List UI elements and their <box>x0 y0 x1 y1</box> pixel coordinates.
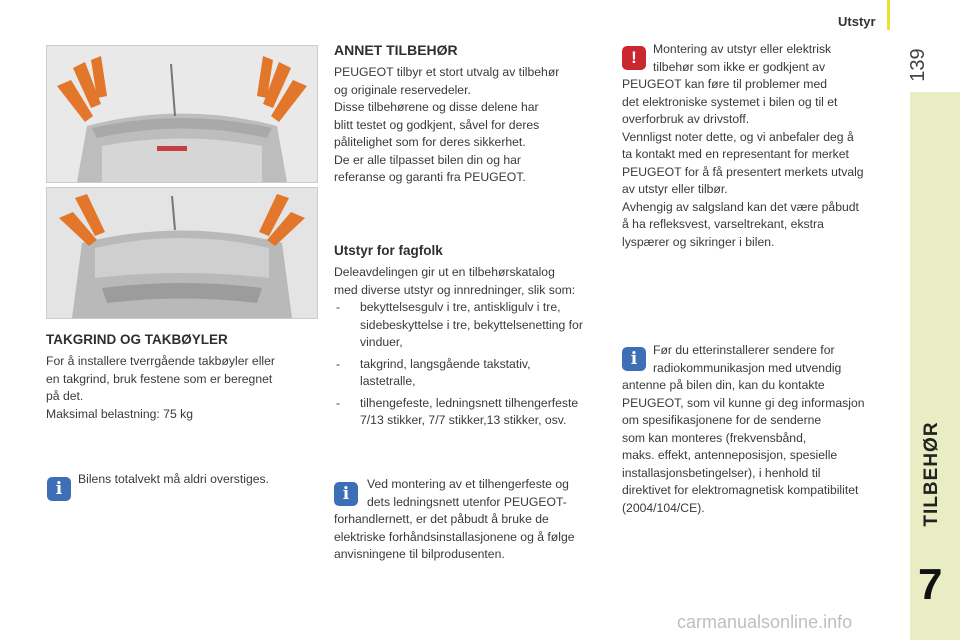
roof-rack-title: TAKGRIND OG TAKBØYLER <box>46 332 228 347</box>
text-line: dets ledningsnett utenfor PEUGEOT- <box>367 494 567 509</box>
chapter-label: TILBEHØR <box>921 421 942 527</box>
text-line: det elektroniske systemet i bilen og til… <box>622 94 838 109</box>
info-icon: i <box>47 477 71 501</box>
text-line: PEUGEOT tilbyr et stort utvalg av tilbeh… <box>334 65 560 79</box>
text-line: på det. <box>46 389 84 403</box>
list-item: tilhengefeste, ledningsnett tilhengerfes… <box>334 395 614 430</box>
text-line: overforbruk av drivstoff. <box>622 112 750 126</box>
text-line: Montering av utstyr eller elektrisk <box>653 42 832 56</box>
watermark: carmanualsonline.info <box>677 612 853 632</box>
text-line: antenne på bilen din, kan du kontakte <box>622 378 825 392</box>
section-title: Utstyr <box>838 14 876 29</box>
header-accent-bar <box>887 0 890 30</box>
radio-transmitter-note: Før du etterinstallerer sendere for radi… <box>622 342 907 517</box>
text-line: direktivet for elektromagnetisk kompatib… <box>622 483 859 497</box>
text-line: ta kontakt med en representant for merke… <box>622 147 849 161</box>
text-line: Maksimal belastning: 75 kg <box>46 406 193 421</box>
info-icon: i <box>334 482 358 506</box>
professional-intro: Deleavdelingen gir ut en tilbehørskatalo… <box>334 264 575 299</box>
other-accessories-text: PEUGEOT tilbyr et stort utvalg av tilbeh… <box>334 64 559 187</box>
warning-exclamation-icon: ! <box>622 46 646 70</box>
text-line: Avhengig av salgsland kan det være påbud… <box>622 199 859 214</box>
text-line: PEUGEOT kan føre til problemer med <box>622 77 827 91</box>
text-line: 7/13 stikker, 7/7 stikker,13 stikker, os… <box>360 413 567 427</box>
text-line: PEUGEOT, som vil kunne gi deg informasjo… <box>622 395 865 410</box>
text-line: blitt testet og godkjent, såvel for dere… <box>334 117 540 132</box>
text-line: tilbehør som ikke er godkjent av <box>653 59 826 74</box>
text-line: å ha refleksvest, varseltrekant, ekstra <box>622 217 824 231</box>
text-line: med diverse utstyr og innredninger, slik… <box>334 282 576 297</box>
text-line: Disse tilbehørene og disse delene har <box>334 100 539 114</box>
text-line: tilhengefeste, ledningsnett tilhengerfes… <box>360 395 579 410</box>
text-line: De er alle tilpasset bilen din og har <box>334 152 521 167</box>
roof-rack-text: For å installere tverrgående takbøyler e… <box>46 353 275 423</box>
text-line: PEUGEOT for å få presentert merkets utva… <box>622 164 864 179</box>
list-item: takgrind, langsgående takstativ, lastetr… <box>334 356 614 391</box>
text-line: For å installere tverrgående takbøyler e… <box>46 354 275 368</box>
text-line: radiokommunikasjon med utvendig <box>653 360 842 375</box>
roof-photo-top <box>46 45 318 183</box>
text-line: (2004/104/CE). <box>622 500 705 515</box>
text-line: referanse og garanti fra PEUGEOT. <box>334 170 526 184</box>
text-line: Vennligst noter dette, og vi anbefaler d… <box>622 129 854 144</box>
other-accessories-title: ANNET TILBEHØR <box>334 42 458 58</box>
text-line: installasjonsbetingelser), i henhold til <box>622 465 821 480</box>
equipment-list: bekyttelsesgulv i tre, antiskligulv i tr… <box>334 299 614 434</box>
chapter-tab <box>910 92 960 640</box>
text-line: elektriske forhåndsinstallasjonene og å … <box>334 529 575 544</box>
text-line: vinduer, <box>360 335 403 349</box>
text-line: lastetralle, <box>360 374 416 388</box>
text-line: en takgrind, bruk festene som er beregne… <box>46 371 273 386</box>
text-line: Før du etterinstallerer sendere for <box>653 343 835 357</box>
text-line: og originale reservedeler. <box>334 82 471 97</box>
chapter-number: 7 <box>918 560 943 609</box>
text-line: forhandlernett, er det påbudt å bruke de <box>334 512 549 526</box>
text-line: om spesifikasjonene for de senderne <box>622 413 822 427</box>
text-line: sidebeskyttelse i tre, bekyttelsenetting… <box>360 317 583 332</box>
towbar-note: Ved montering av et tilhengerfeste og de… <box>334 476 614 564</box>
professional-equipment-title: Utstyr for fagfolk <box>334 243 443 258</box>
text-line: som kan monteres (frekvensbånd, <box>622 430 807 445</box>
list-item: bekyttelsesgulv i tre, antiskligulv i tr… <box>334 299 614 352</box>
info-icon: i <box>622 347 646 371</box>
text-line: takgrind, langsgående takstativ, <box>360 356 531 371</box>
text-line: bekyttelsesgulv i tre, antiskligulv i tr… <box>360 300 561 314</box>
text-line: Ved montering av et tilhengerfeste og <box>367 477 569 491</box>
text-line: Deleavdelingen gir ut en tilbehørskatalo… <box>334 265 555 279</box>
text-line: av utstyr eller tilbør. <box>622 182 728 196</box>
text-line: maks. effekt, antenneposisjon, spesielle <box>622 448 838 462</box>
total-weight-note: Bilens totalvekt må aldri overstiges. <box>78 472 270 486</box>
text-line: pålitelighet som for deres sikkerhet. <box>334 135 526 149</box>
roof-photo-bottom <box>46 187 318 319</box>
text-line: anvisningene til bilprodusenten. <box>334 547 505 561</box>
electrical-warning: Montering av utstyr eller elektrisk tilb… <box>622 41 902 251</box>
text-line: lyspærer og sikringer i bilen. <box>622 234 775 249</box>
